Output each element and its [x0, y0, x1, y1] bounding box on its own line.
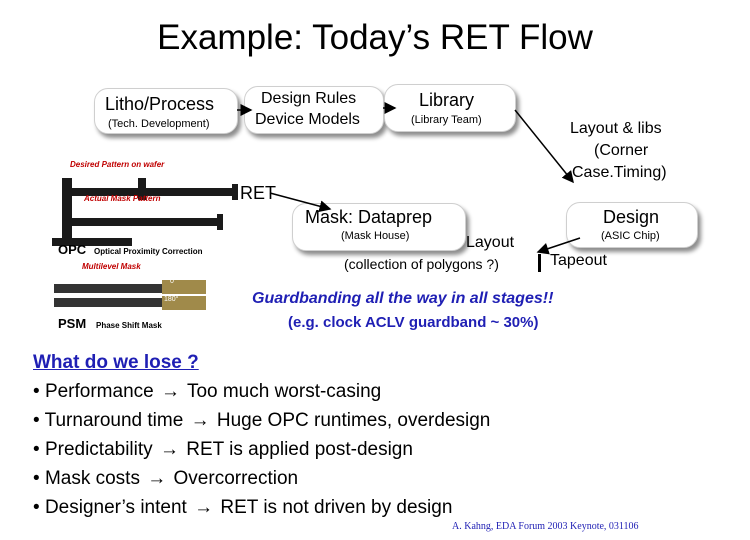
multilevel-mask-label: Multilevel Mask: [82, 262, 141, 271]
library-sub: (Library Team): [411, 114, 482, 126]
arrow-right-icon: →: [190, 410, 210, 431]
lose-bullet: • Designer’s intent → RET is not driven …: [33, 497, 453, 518]
bullet-topic: Predictability: [44, 439, 153, 460]
bullet-topic: Turnaround time: [44, 410, 184, 431]
design-rules-label: Design Rules: [261, 90, 357, 107]
design-sub: (ASIC Chip): [601, 230, 660, 242]
lose-bullet: • Predictability → RET is applied post-d…: [33, 439, 413, 460]
layout-libs-line1: Layout & libs: [570, 120, 662, 137]
tapeout-label: Tapeout: [550, 252, 607, 269]
bullet-topic: Performance: [44, 381, 154, 402]
desired-pattern-label: Desired Pattern on wafer: [70, 160, 165, 169]
design-rules-box: Design Rules Device Models: [244, 86, 384, 134]
library-box: Library (Library Team): [384, 84, 516, 132]
mask-pattern-graphic: [52, 178, 238, 246]
deg0-label: 0°: [170, 278, 177, 285]
opc-full-label: Optical Proximity Correction: [94, 247, 203, 256]
credit-text: A. Kahng, EDA Forum 2003 Keynote, 031106: [452, 521, 639, 532]
ret-figure: Desired Pattern on wafer Actual Mask Pat…: [52, 156, 252, 331]
design-title: Design: [603, 207, 660, 227]
lose-bullet: • Performance → Too much worst-casing: [33, 381, 382, 402]
bullet-effect: Overcorrection: [173, 468, 299, 489]
arrow-right-icon: →: [159, 439, 179, 460]
bullet-topic: Designer’s intent: [44, 497, 187, 518]
arrow-right-icon: →: [194, 497, 214, 518]
guardbanding-example: (e.g. clock ACLV guardband ~ 30%): [288, 314, 539, 331]
psm-label: PSM: [58, 316, 87, 331]
lose-bullet: • Turnaround time → Huge OPC runtimes, o…: [33, 410, 491, 431]
bullet-effect: RET is applied post-design: [186, 439, 413, 460]
slide-title: Example: Today’s RET Flow: [157, 18, 593, 57]
litho-process-box: Litho/Process (Tech. Development): [94, 88, 238, 134]
arrow-right-icon: →: [161, 381, 180, 402]
arrow-library-to-design: [514, 109, 574, 184]
mask-dataprep-sub: (Mask House): [341, 230, 410, 242]
library-title: Library: [419, 90, 475, 110]
bullet-effect: Huge OPC runtimes, overdesign: [216, 410, 491, 431]
bullet-effect: Too much worst-casing: [186, 381, 382, 402]
design-box: Design (ASIC Chip): [566, 202, 698, 248]
layout-libs-line3: Case.Timing): [572, 164, 667, 181]
layout-label: Layout: [466, 234, 515, 251]
lose-heading: What do we lose ?: [33, 352, 199, 373]
psm-full-label: Phase Shift Mask: [96, 321, 162, 330]
arrow-design-to-mask: [536, 237, 581, 255]
deg180-label: 180°: [164, 296, 179, 303]
arrow-ret-to-mask: [269, 192, 332, 213]
bullet-effect: RET is not driven by design: [220, 497, 453, 518]
divider-bar: [538, 254, 541, 272]
polygons-label: (collection of polygons ?): [344, 256, 499, 272]
device-models-label: Device Models: [255, 111, 360, 128]
guardbanding-text: Guardbanding all the way in all stages!!: [252, 290, 554, 307]
lose-bullet: • Mask costs → Overcorrection: [33, 468, 299, 489]
litho-process-sub: (Tech. Development): [108, 118, 210, 130]
litho-process-title: Litho/Process: [105, 94, 215, 114]
opc-label: OPC: [58, 242, 87, 257]
layout-libs-line2: (Corner: [594, 142, 649, 159]
actual-mask-label: Actual Mask Pattern: [84, 194, 161, 203]
mask-dataprep-title: Mask: Dataprep: [305, 207, 433, 227]
ret-label: RET: [240, 183, 276, 203]
psm-graphic: [54, 280, 206, 310]
arrow-right-icon: →: [147, 468, 167, 489]
bullet-topic: Mask costs: [44, 468, 140, 489]
